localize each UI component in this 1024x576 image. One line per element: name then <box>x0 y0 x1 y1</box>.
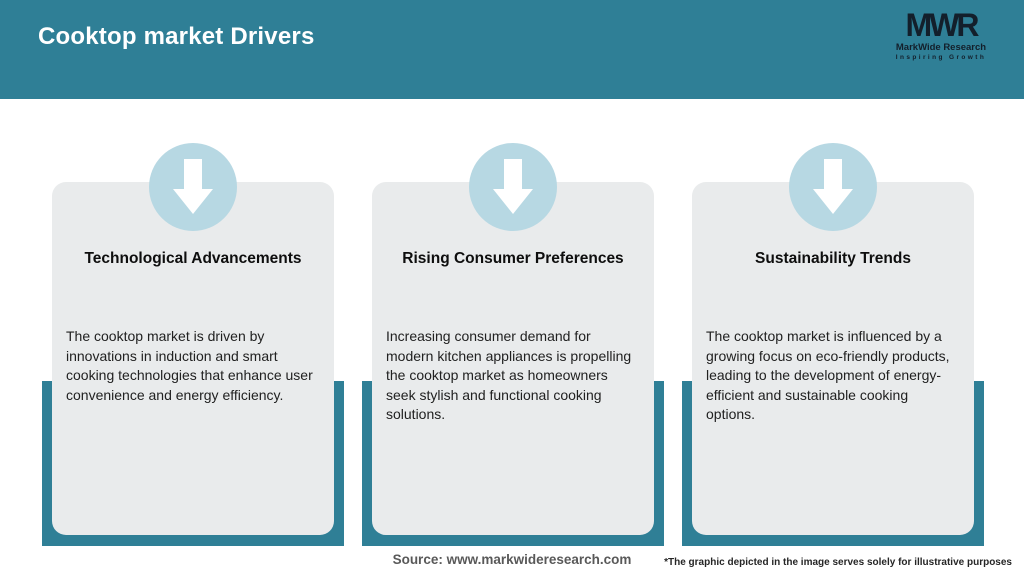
logo-monogram: MWR <box>905 7 980 43</box>
card-title: Technological Advancements <box>84 250 302 267</box>
header-bar: Cooktop market Drivers MWR MarkWide Rese… <box>0 0 1024 99</box>
logo-tagline: Inspiring Growth <box>895 53 987 61</box>
down-arrow-icon <box>149 143 237 231</box>
card-body-text: The cooktop market is driven by innovati… <box>66 328 313 403</box>
driver-card: Rising Consumer Preferences Increasing c… <box>372 182 654 535</box>
down-arrow-icon <box>789 143 877 231</box>
driver-card: Technological Advancements The cooktop m… <box>52 182 334 535</box>
card-body-text: Increasing consumer demand for modern ki… <box>386 328 632 422</box>
source-text: Source: www.markwideresearch.com <box>392 552 632 567</box>
markwide-research-logo: MWR MarkWide Research Inspiring Growth <box>876 9 1006 61</box>
down-arrow-icon <box>469 143 557 231</box>
logo-company-name: MarkWide Research <box>895 42 987 53</box>
card-title: Rising Consumer Preferences <box>402 250 624 267</box>
disclaimer-text: *The graphic depicted in the image serve… <box>664 557 1012 568</box>
card-title: Sustainability Trends <box>755 250 911 267</box>
page-title: Cooktop market Drivers <box>38 23 315 50</box>
driver-card: Sustainability Trends The cooktop market… <box>692 182 974 535</box>
card-body-text: The cooktop market is influenced by a gr… <box>706 328 950 422</box>
